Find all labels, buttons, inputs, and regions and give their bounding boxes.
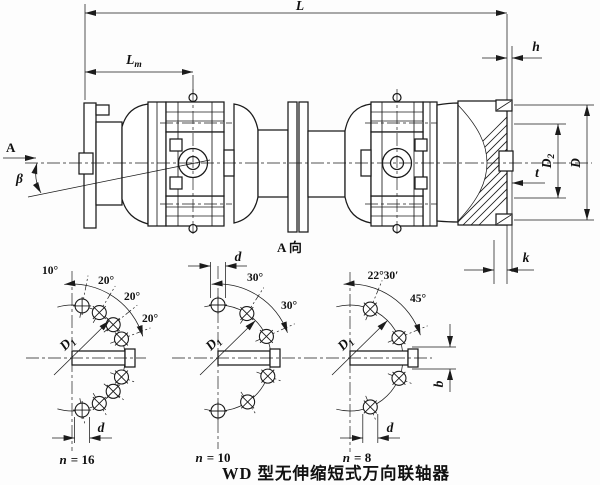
yoke-bell [233, 103, 259, 224]
dim-label-h: h [532, 39, 540, 54]
angle-label: 20° [98, 275, 115, 287]
left-hub [95, 121, 123, 206]
yoke-bell [121, 103, 149, 225]
hole-cross [392, 371, 406, 386]
hole-count-label: n= 10 [196, 450, 231, 465]
left-hub-step [95, 104, 110, 116]
dimension-d: d [188, 249, 247, 298]
angle-label: 10° [42, 265, 59, 277]
dimension-d: d [340, 414, 400, 443]
dimension-k: k [464, 250, 534, 273]
dim-label-d: d [235, 249, 242, 264]
dim-label-Lm: Lm [125, 52, 142, 70]
dim-label-t: t [535, 165, 540, 180]
angle-label: 20° [124, 291, 141, 303]
section-arrow-label: A [6, 140, 16, 155]
hole-cross [92, 396, 107, 411]
angle-dimension-arc [64, 280, 144, 337]
dimension-D2: D2 [514, 123, 566, 199]
dimension-t: t [512, 165, 545, 186]
dimension-b: b [412, 324, 456, 392]
bolt-pattern-view-n10: D1 30° 30° d n= 10 [172, 249, 302, 465]
shaft [257, 129, 289, 198]
drawing-title: WD 型无伸缩短式万向联轴器 [222, 463, 450, 483]
dimension-d: d [52, 417, 112, 443]
view-name-label: A 向 [277, 240, 302, 255]
shaft [307, 130, 346, 198]
middle-flange [287, 101, 298, 233]
angle-dimension-arc [343, 280, 421, 336]
dimension-D: D [514, 104, 594, 221]
bearing-cap-top [165, 101, 225, 133]
key-section [498, 150, 514, 172]
hole-count-label: n= 16 [60, 452, 95, 467]
D1-leader [53, 320, 110, 376]
bearing-cap-bottom [165, 195, 225, 227]
hole-cross [363, 400, 378, 414]
bolt-pattern-view-n16: D1 10° 20° 20° 20° d n= 16 [26, 265, 158, 467]
beta-angle-arc [31, 162, 42, 194]
section-arrow-group: A β [3, 140, 211, 198]
hole-cross [261, 369, 275, 383]
beta-label: β [15, 171, 23, 186]
hole-count-label: n= 8 [343, 450, 372, 465]
dim-label-L: L [295, 0, 304, 13]
middle-flange [298, 101, 309, 233]
dim-label-D2: D2 [539, 154, 557, 170]
D1-leader [331, 320, 388, 376]
dim-label-k: k [523, 250, 530, 265]
angle-label: 20° [142, 313, 159, 325]
universal-joint-2 [360, 89, 438, 237]
bolt-pattern-view-n8: D1 22°30′ 45° b d n= 8 [304, 270, 456, 465]
angle-label: 22°30′ [368, 270, 399, 282]
hole-cross [114, 370, 129, 384]
angle-dimension-arc [211, 280, 288, 333]
dim-label-b: b [431, 380, 446, 387]
deflection-axis-line [27, 159, 211, 198]
dim-label-d: d [387, 420, 394, 435]
dim-label-D: D [568, 158, 583, 169]
angle-label: 30° [247, 272, 264, 284]
dimension-h: h [482, 39, 542, 61]
angle-label: 30° [281, 300, 298, 312]
left-key-section [78, 152, 94, 175]
hole-cross [106, 384, 120, 399]
dim-label-d: d [98, 420, 105, 435]
hole-cross [240, 395, 255, 409]
dimension-L: L [84, 0, 507, 100]
dimension-Lm: Lm [85, 52, 194, 94]
main-section-view [25, 14, 592, 284]
D1-leader [199, 320, 256, 376]
angle-label: 45° [410, 293, 427, 305]
yoke-bell [436, 102, 459, 223]
